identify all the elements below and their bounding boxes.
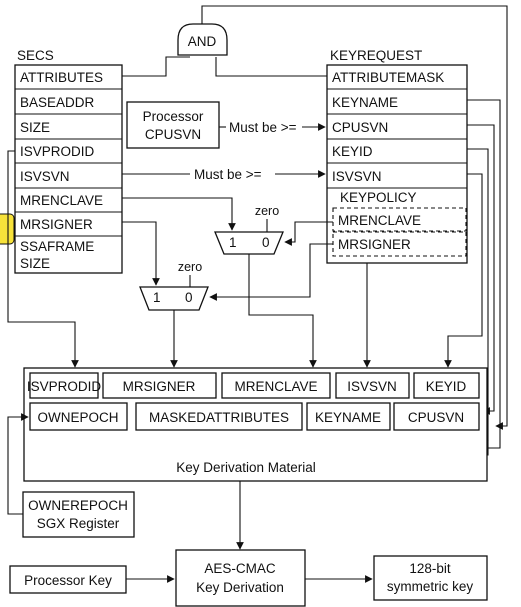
aes-line1: AES-CMAC	[204, 561, 276, 576]
secs-field-isvsvn: ISVSVN	[20, 169, 70, 184]
secs-field-ssaframe: SSAFRAME	[20, 239, 94, 254]
kdm-mrenclave: MRENCLAVE	[234, 379, 317, 394]
wire-secs-mrsigner-to-mux	[122, 221, 160, 286]
mux-left-input-1: 1	[153, 290, 161, 305]
must-be-label-isvsvn: Must be >=	[194, 167, 262, 182]
and-gate-label: AND	[188, 34, 217, 49]
mux-right-zero-label: zero	[255, 204, 279, 218]
ownerepoch-line1: OWNEREPOCH	[28, 498, 128, 513]
key-derivation-material: ISVPRODID MRSIGNER MRENCLAVE ISVSVN KEYI…	[23, 367, 488, 482]
mux-left-zero-label: zero	[178, 260, 202, 274]
secs-field-ssaframe-size: SIZE	[20, 256, 50, 271]
ownerepoch-line2: SGX Register	[37, 516, 120, 531]
kdm-mrsigner: MRSIGNER	[123, 379, 196, 394]
kdm-caption: Key Derivation Material	[176, 460, 316, 475]
secs-table: ATTRIBUTES BASEADDR SIZE ISVPRODID ISVSV…	[14, 64, 123, 274]
wire-attributemask-to-and	[215, 57, 327, 77]
and-gate: AND	[177, 23, 228, 56]
processor-cpusvn-line1: Processor	[143, 109, 204, 124]
kdm-isvsvn: ISVSVN	[347, 379, 397, 394]
output-key-line1: 128-bit	[409, 561, 451, 576]
keyrequest-table: ATTRIBUTEMASK KEYNAME CPUSVN KEYID ISVSV…	[326, 64, 468, 264]
secs-field-attributes: ATTRIBUTES	[20, 70, 103, 85]
mux-right-input-1: 1	[229, 235, 237, 250]
keyrequest-field-keyname: KEYNAME	[332, 95, 398, 110]
wire-mux-right-to-mrenclave	[248, 254, 317, 368]
aes-cmac-box: AES-CMAC Key Derivation	[175, 549, 306, 607]
mux-mrsigner: 1 0 zero	[139, 260, 209, 311]
kdm-cpusvn: CPUSVN	[408, 410, 464, 425]
must-be-label-cpusvn: Must be >=	[229, 120, 297, 135]
keyrequest-field-attributemask: ATTRIBUTEMASK	[332, 70, 444, 85]
wire-ownerepoch-to-kdm	[7, 413, 29, 515]
aes-line2: Key Derivation	[196, 580, 284, 595]
mux-left-input-0: 0	[185, 290, 193, 305]
kdm-keyname: KEYNAME	[315, 410, 381, 425]
wire-secs-mrenclave-to-mux	[122, 197, 236, 231]
keypolicy-mrsigner-box	[332, 231, 467, 257]
processor-key-label: Processor Key	[24, 573, 112, 588]
kdm-maskedattributes: MASKEDATTRIBUTES	[149, 410, 289, 425]
secs-field-baseaddr: BASEADDR	[20, 95, 95, 110]
kdm-isvprodid: ISVPRODID	[27, 379, 102, 394]
keypolicy-mrenclave: MRENCLAVE	[338, 213, 421, 228]
mux-mrenclave: 1 0 zero	[214, 204, 284, 255]
keyrequest-field-keyid: KEYID	[332, 144, 373, 159]
symmetric-key-box: 128-bit symmetric key	[373, 555, 488, 601]
kdm-keyid: KEYID	[426, 379, 467, 394]
wire-keyid-to-kdm	[444, 173, 483, 368]
keyrequest-field-isvsvn: ISVSVN	[332, 169, 382, 184]
processor-cpusvn-box: Processor CPUSVN	[126, 101, 220, 149]
ownerepoch-register: OWNEREPOCH SGX Register	[22, 491, 135, 538]
secs-title: SECS	[17, 48, 54, 63]
wire-attributes-to-and	[122, 56, 190, 77]
keyrequest-field-cpusvn: CPUSVN	[332, 120, 388, 135]
keyrequest-title: KEYREQUEST	[330, 48, 422, 63]
processor-key-box: Processor Key	[9, 565, 127, 594]
keypolicy-title: KEYPOLICY	[340, 190, 417, 205]
output-key-line2: symmetric key	[387, 579, 474, 594]
secs-field-size: SIZE	[20, 120, 50, 135]
secs-field-isvprodid: ISVPRODID	[20, 144, 95, 159]
kdm-ownepoch: OWNEPOCH	[38, 410, 119, 425]
processor-cpusvn-line2: CPUSVN	[145, 127, 201, 142]
keypolicy-mrenclave-box	[332, 207, 467, 232]
wire-keypolicy-mrenclave-select	[284, 221, 333, 246]
wire-keypolicy-mrsigner-select	[209, 243, 333, 301]
wire-isvprodid-to-kdm	[7, 150, 79, 368]
keypolicy-mrsigner: MRSIGNER	[338, 237, 411, 252]
wire-and-to-maskedattributes	[201, 5, 508, 430]
secs-field-mrsigner: MRSIGNER	[20, 217, 93, 232]
highlight-marker	[0, 213, 15, 245]
secs-field-mrenclave: MRENCLAVE	[20, 193, 103, 208]
mux-right-input-0: 0	[262, 235, 270, 250]
